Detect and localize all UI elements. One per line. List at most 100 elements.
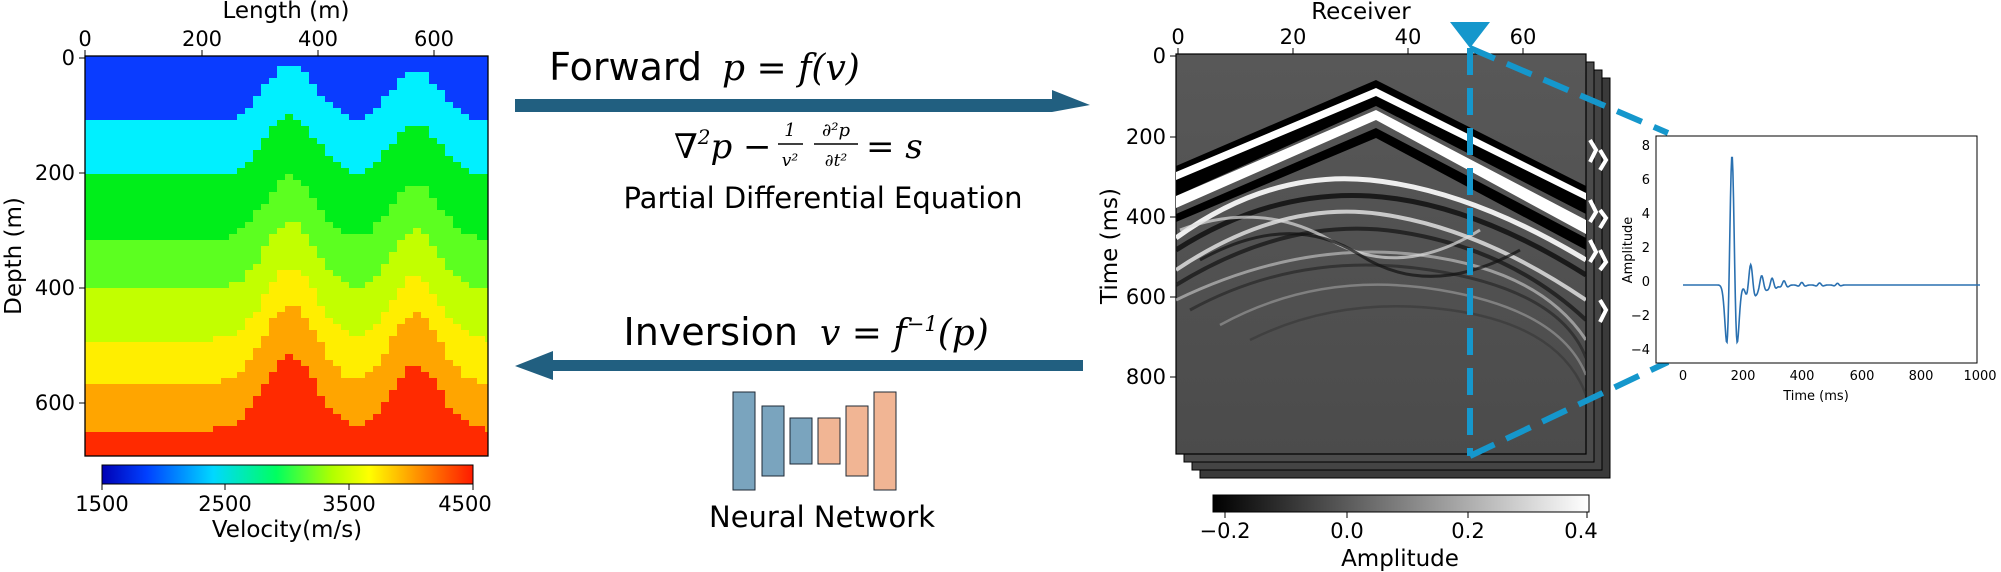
x-tick-label: 0 [78, 27, 91, 51]
trace-waveform [1683, 156, 1980, 345]
forward-section: Forward p = f(v) ∇2p − 1 v² ∂²p ∂t² = s … [515, 45, 1090, 215]
neural-network-icon [732, 391, 897, 491]
x-tick-label: 0 [1171, 25, 1184, 49]
velocity-layer [85, 354, 488, 456]
trace-highlight [1450, 22, 1670, 459]
stacked-sheet-edge-events [1588, 138, 1599, 264]
y-tick-label: 400 [1126, 205, 1166, 229]
seismic-x-ticks: 0 20 40 60 [1171, 25, 1536, 54]
direct-wave-dark [1176, 80, 1586, 194]
encoder-layer [789, 417, 813, 465]
amplitude-colorbar-ticks: −0.2 0.0 0.2 0.4 [1200, 512, 1598, 543]
colorbar-tick-label: 0.4 [1564, 519, 1597, 543]
inversion-word: Inversion [624, 310, 798, 354]
x-tick-label: 20 [1280, 25, 1307, 49]
velocity-x-ticks: 0 200 400 600 [78, 27, 454, 56]
x-tick-label: 400 [298, 27, 338, 51]
decoder-layer [817, 417, 841, 465]
trace-plot-frame [1655, 135, 1978, 364]
trace-x-axis-title: Time (ms) [1782, 389, 1849, 404]
y-tick-label: 800 [1126, 365, 1166, 389]
x-tick-label: 800 [1909, 369, 1934, 384]
equation-derivative-denominator: ∂t² [825, 151, 848, 171]
velocity-y-axis-title: Depth (m) [1, 197, 27, 315]
y-tick-label: 400 [35, 276, 75, 300]
trace-panel: 0 200 400 600 800 1000 Time (ms) 8 6 4 2… [1621, 135, 1997, 404]
colorbar-tick-label: 1500 [75, 492, 128, 516]
equation-fraction-numerator: 1 [784, 120, 795, 141]
y-tick-label: 4 [1642, 207, 1650, 222]
colorbar-tick-label: 4500 [438, 492, 491, 516]
receiver-marker-icon [1450, 22, 1490, 48]
inversion-relation-tail: (p) [938, 313, 989, 354]
encoder-layer [732, 391, 756, 491]
inversion-arrow [515, 351, 1083, 380]
velocity-y-ticks: 0 200 400 600 [35, 46, 85, 415]
reflection-event [1189, 263, 1586, 359]
velocity-plot-frame [84, 55, 489, 457]
x-tick-label: 400 [1790, 369, 1815, 384]
x-tick-label: 40 [1395, 25, 1422, 49]
y-tick-label: 600 [35, 391, 75, 415]
seismic-events [1176, 80, 1586, 396]
encoder-layer [761, 405, 785, 477]
equation-rhs: = s [866, 127, 923, 167]
seismic-y-axis-title: Time (ms) [1097, 188, 1123, 305]
reflection-event [1176, 226, 1586, 322]
neural-network-label: Neural Network [709, 500, 935, 534]
forward-relation: p = f(v) [722, 48, 860, 89]
direct-wave-bright [1176, 88, 1586, 200]
seismic-panel: 0 20 40 60 Receiver 0 200 400 600 800 Ti… [1097, 0, 1670, 572]
forward-arrow [515, 90, 1090, 112]
velocity-colorbar-title: Velocity(m/s) [212, 517, 362, 543]
amplitude-colorbar [1212, 494, 1590, 513]
inversion-relation: v = f−1(p) [820, 312, 989, 354]
equation-nabla-term: ∇2p − [674, 125, 772, 167]
diffraction-event [1199, 232, 1521, 278]
colorbar-tick-label: 0.2 [1451, 519, 1484, 543]
velocity-panel: 0 200 400 600 Length (m) 0 200 400 600 D… [1, 0, 492, 543]
direct-wave-dark [1176, 92, 1586, 214]
y-tick-label: 200 [1126, 125, 1166, 149]
equation-fraction-denominator: v² [782, 151, 799, 171]
decoder-layer [873, 391, 897, 491]
colorbar-tick-label: 3500 [322, 492, 375, 516]
decoder-layer [845, 405, 869, 477]
pde-label: Partial Differential Equation [624, 181, 1023, 215]
x-tick-label: 1000 [1963, 369, 1996, 384]
x-tick-label: 60 [1510, 25, 1537, 49]
trace-y-ticks: 8 6 4 2 0 −2 −4 [1631, 139, 1650, 358]
y-tick-label: 0 [1642, 275, 1650, 290]
forward-word: Forward [549, 45, 702, 89]
inversion-section: Inversion v = f−1(p) Neural Network [515, 310, 1083, 534]
inversion-relation-main: v = f [820, 313, 912, 354]
x-tick-label: 200 [182, 27, 222, 51]
colorbar-tick-label: 0.0 [1330, 519, 1363, 543]
velocity-x-axis-title: Length (m) [223, 0, 350, 24]
equation-derivative-numerator: ∂²p [822, 120, 851, 141]
seismic-y-ticks: 0 200 400 600 800 [1126, 44, 1176, 389]
reflection-event [1176, 176, 1586, 263]
y-tick-label: 200 [35, 161, 75, 185]
velocity-model-layers [85, 56, 488, 456]
y-tick-label: −4 [1631, 343, 1650, 358]
x-tick-label: 600 [414, 27, 454, 51]
amplitude-colorbar-title: Amplitude [1341, 546, 1459, 572]
x-tick-label: 600 [1850, 369, 1875, 384]
y-tick-label: 8 [1642, 139, 1650, 154]
y-tick-label: 600 [1126, 285, 1166, 309]
trace-x-ticks: 0 200 400 600 800 1000 [1679, 369, 1997, 384]
y-tick-label: 6 [1642, 173, 1650, 188]
reflection-event [1176, 209, 1586, 302]
colorbar-tick-label: −0.2 [1200, 519, 1251, 543]
y-tick-label: 2 [1642, 241, 1650, 256]
colorbar-tick-label: 2500 [198, 492, 251, 516]
y-tick-label: −2 [1631, 309, 1650, 324]
x-tick-label: 200 [1731, 369, 1756, 384]
inversion-relation-sup: −1 [907, 312, 938, 336]
reflection-event [1219, 283, 1586, 376]
trace-y-axis-title: Amplitude [1621, 217, 1636, 284]
x-tick-label: 0 [1679, 369, 1687, 384]
zoom-connector-top [1468, 45, 1670, 136]
